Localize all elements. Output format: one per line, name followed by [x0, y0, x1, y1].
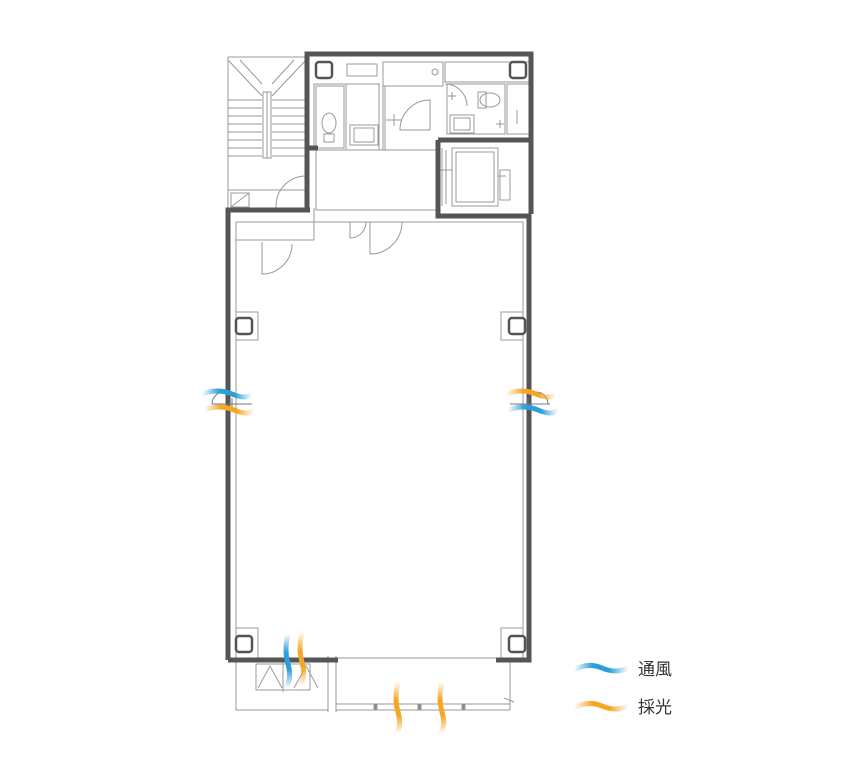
entrance-area	[235, 656, 515, 712]
marks	[211, 391, 550, 410]
legend: 通風 採光	[571, 660, 672, 718]
column	[234, 634, 254, 654]
legend-label-daylight: 採光	[638, 698, 672, 718]
columns	[234, 60, 528, 654]
legend-item-daylight: 採光	[571, 698, 672, 718]
column	[507, 316, 527, 336]
daylight-arrow	[437, 679, 447, 737]
daylight-arrow	[297, 629, 307, 689]
column	[234, 316, 254, 336]
daylight-swatch	[571, 700, 631, 712]
ventilation-swatch	[571, 662, 631, 674]
column	[314, 60, 334, 80]
walls	[225, 51, 534, 663]
daylight-arrow	[393, 679, 403, 737]
daylight-arrow	[503, 388, 559, 400]
column	[508, 60, 528, 80]
legend-item-ventilation: 通風	[571, 660, 672, 680]
ventilation-arrow	[283, 631, 293, 691]
legend-label-ventilation: 通風	[638, 660, 672, 680]
ventilation-arrow	[199, 388, 255, 400]
daylight-arrow	[201, 404, 257, 416]
flow-markers	[199, 388, 561, 737]
service-block	[275, 61, 532, 211]
ventilation-arrow	[505, 404, 561, 416]
main-hall	[235, 208, 524, 659]
staircase	[227, 56, 307, 210]
column	[507, 634, 527, 654]
